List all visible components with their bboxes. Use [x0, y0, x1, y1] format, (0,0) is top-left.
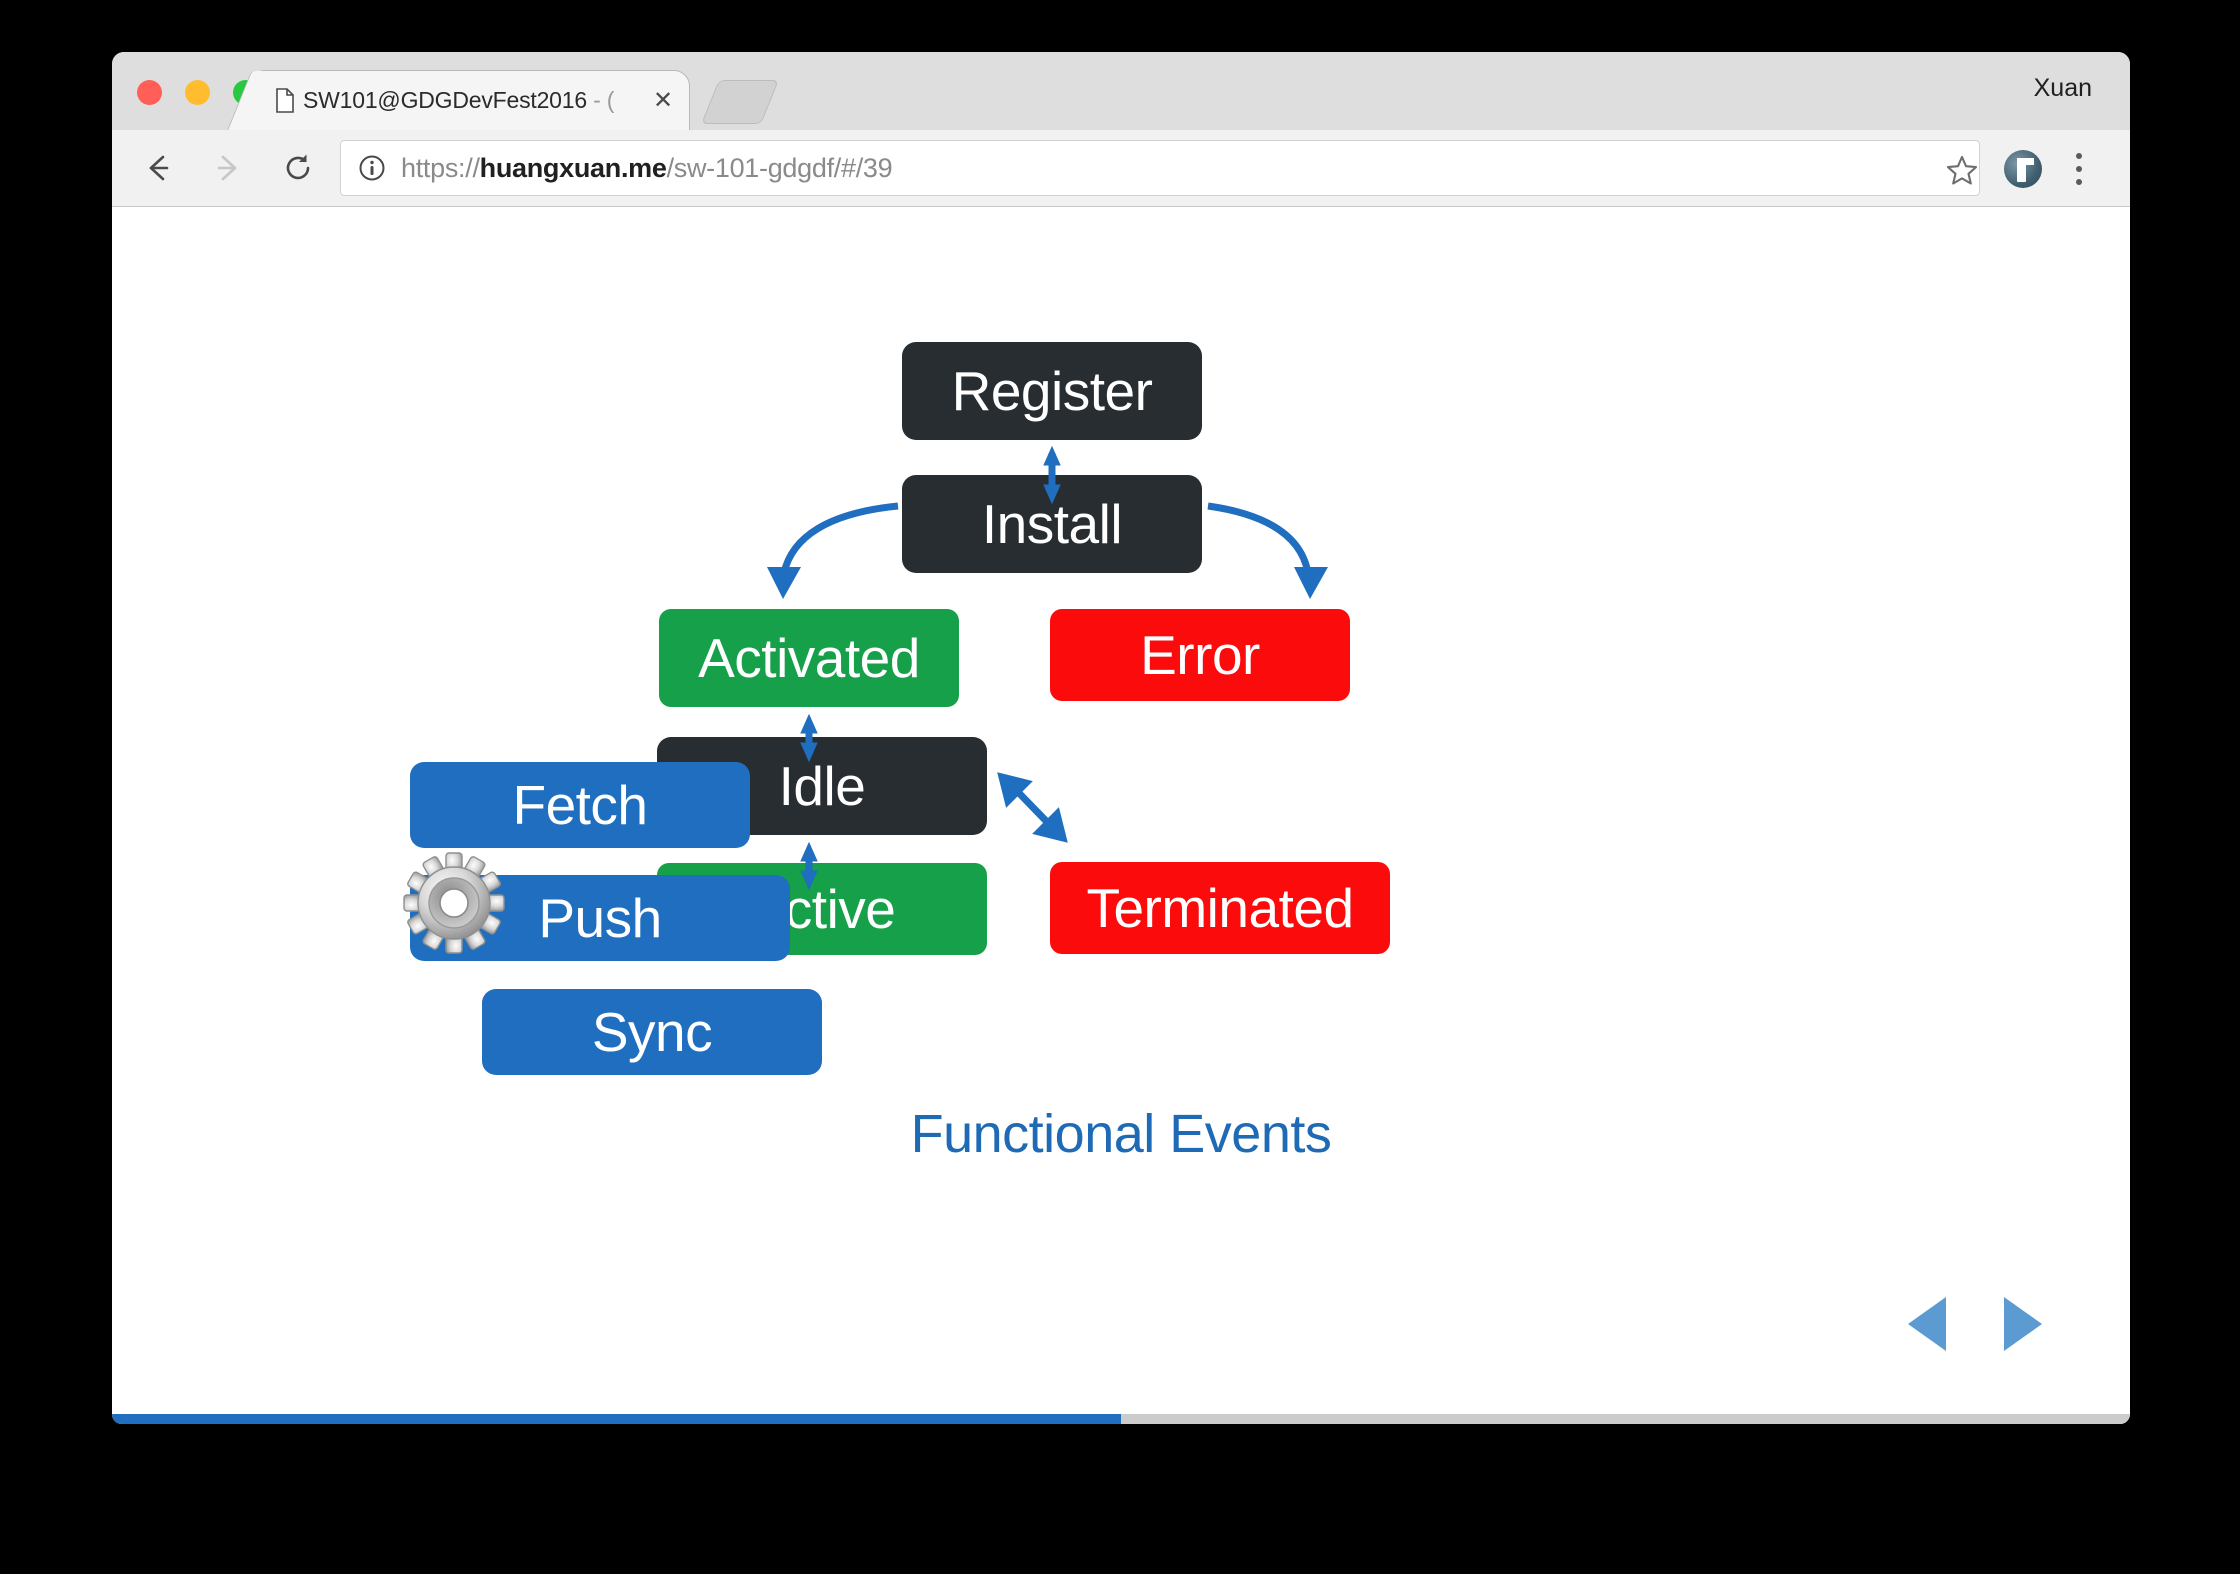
event-node-sync[interactable]: Sync — [482, 989, 822, 1075]
info-icon[interactable] — [357, 153, 387, 183]
avatar-icon[interactable] — [2004, 150, 2042, 188]
event-node-fetch[interactable]: Fetch — [410, 762, 750, 848]
close-tab-button[interactable]: ✕ — [652, 87, 674, 114]
tab-strip: SW101@GDGDevFest2016 - ( ✕ Xuan — [112, 52, 2130, 130]
reload-button[interactable] — [274, 144, 322, 192]
address-bar-url[interactable]: https://huangxuan.me/sw-101-gdgdf/#/39 — [401, 152, 893, 184]
state-node-terminated[interactable]: Terminated — [1050, 862, 1390, 954]
slide-progress-fill — [112, 1414, 1121, 1424]
browser-window: SW101@GDGDevFest2016 - ( ✕ Xuan — [112, 52, 2130, 1424]
next-slide-button[interactable] — [2004, 1297, 2042, 1351]
state-node-register[interactable]: Register — [902, 342, 1202, 440]
url-host: huangxuan.me — [479, 152, 667, 183]
minimize-window-button[interactable] — [185, 80, 210, 105]
close-window-button[interactable] — [137, 80, 162, 105]
forward-button[interactable] — [204, 144, 252, 192]
browser-tab[interactable]: SW101@GDGDevFest2016 - ( ✕ — [260, 70, 690, 130]
slide-caption: Functional Events — [910, 1104, 1332, 1164]
profile-name[interactable]: Xuan — [2033, 74, 2092, 102]
edge-install-activated-head — [767, 567, 801, 599]
gear-icon — [398, 847, 510, 959]
document-icon — [275, 88, 295, 113]
address-bar[interactable]: https://huangxuan.me/sw-101-gdgdf/#/39 — [340, 140, 1980, 196]
url-path: /sw-101-gdgdf/#/39 — [666, 152, 893, 183]
slide-viewport: Register Install Activated Error Idle Ac… — [112, 207, 2130, 1424]
state-node-activated[interactable]: Activated — [659, 609, 959, 707]
edge-install-error-head — [1294, 567, 1328, 599]
state-node-error[interactable]: Error — [1050, 609, 1350, 701]
edge-active-terminated — [997, 772, 1068, 843]
url-scheme: https:// — [401, 152, 480, 183]
edge-install-activated — [780, 502, 899, 574]
star-icon[interactable] — [1945, 153, 1979, 187]
state-node-install[interactable]: Install — [902, 475, 1202, 573]
three-dot-menu-icon[interactable] — [2064, 148, 2094, 190]
tab-title: SW101@GDGDevFest2016 - ( — [303, 87, 615, 113]
previous-slide-button[interactable] — [1908, 1297, 1946, 1351]
new-tab-button[interactable] — [701, 80, 779, 124]
back-button[interactable] — [134, 144, 182, 192]
slide-progress-bar[interactable] — [112, 1414, 2130, 1424]
edge-install-error — [1207, 502, 1312, 574]
slide-navigation — [1908, 1297, 2042, 1351]
browser-toolbar: https://huangxuan.me/sw-101-gdgdf/#/39 — [112, 130, 2130, 207]
